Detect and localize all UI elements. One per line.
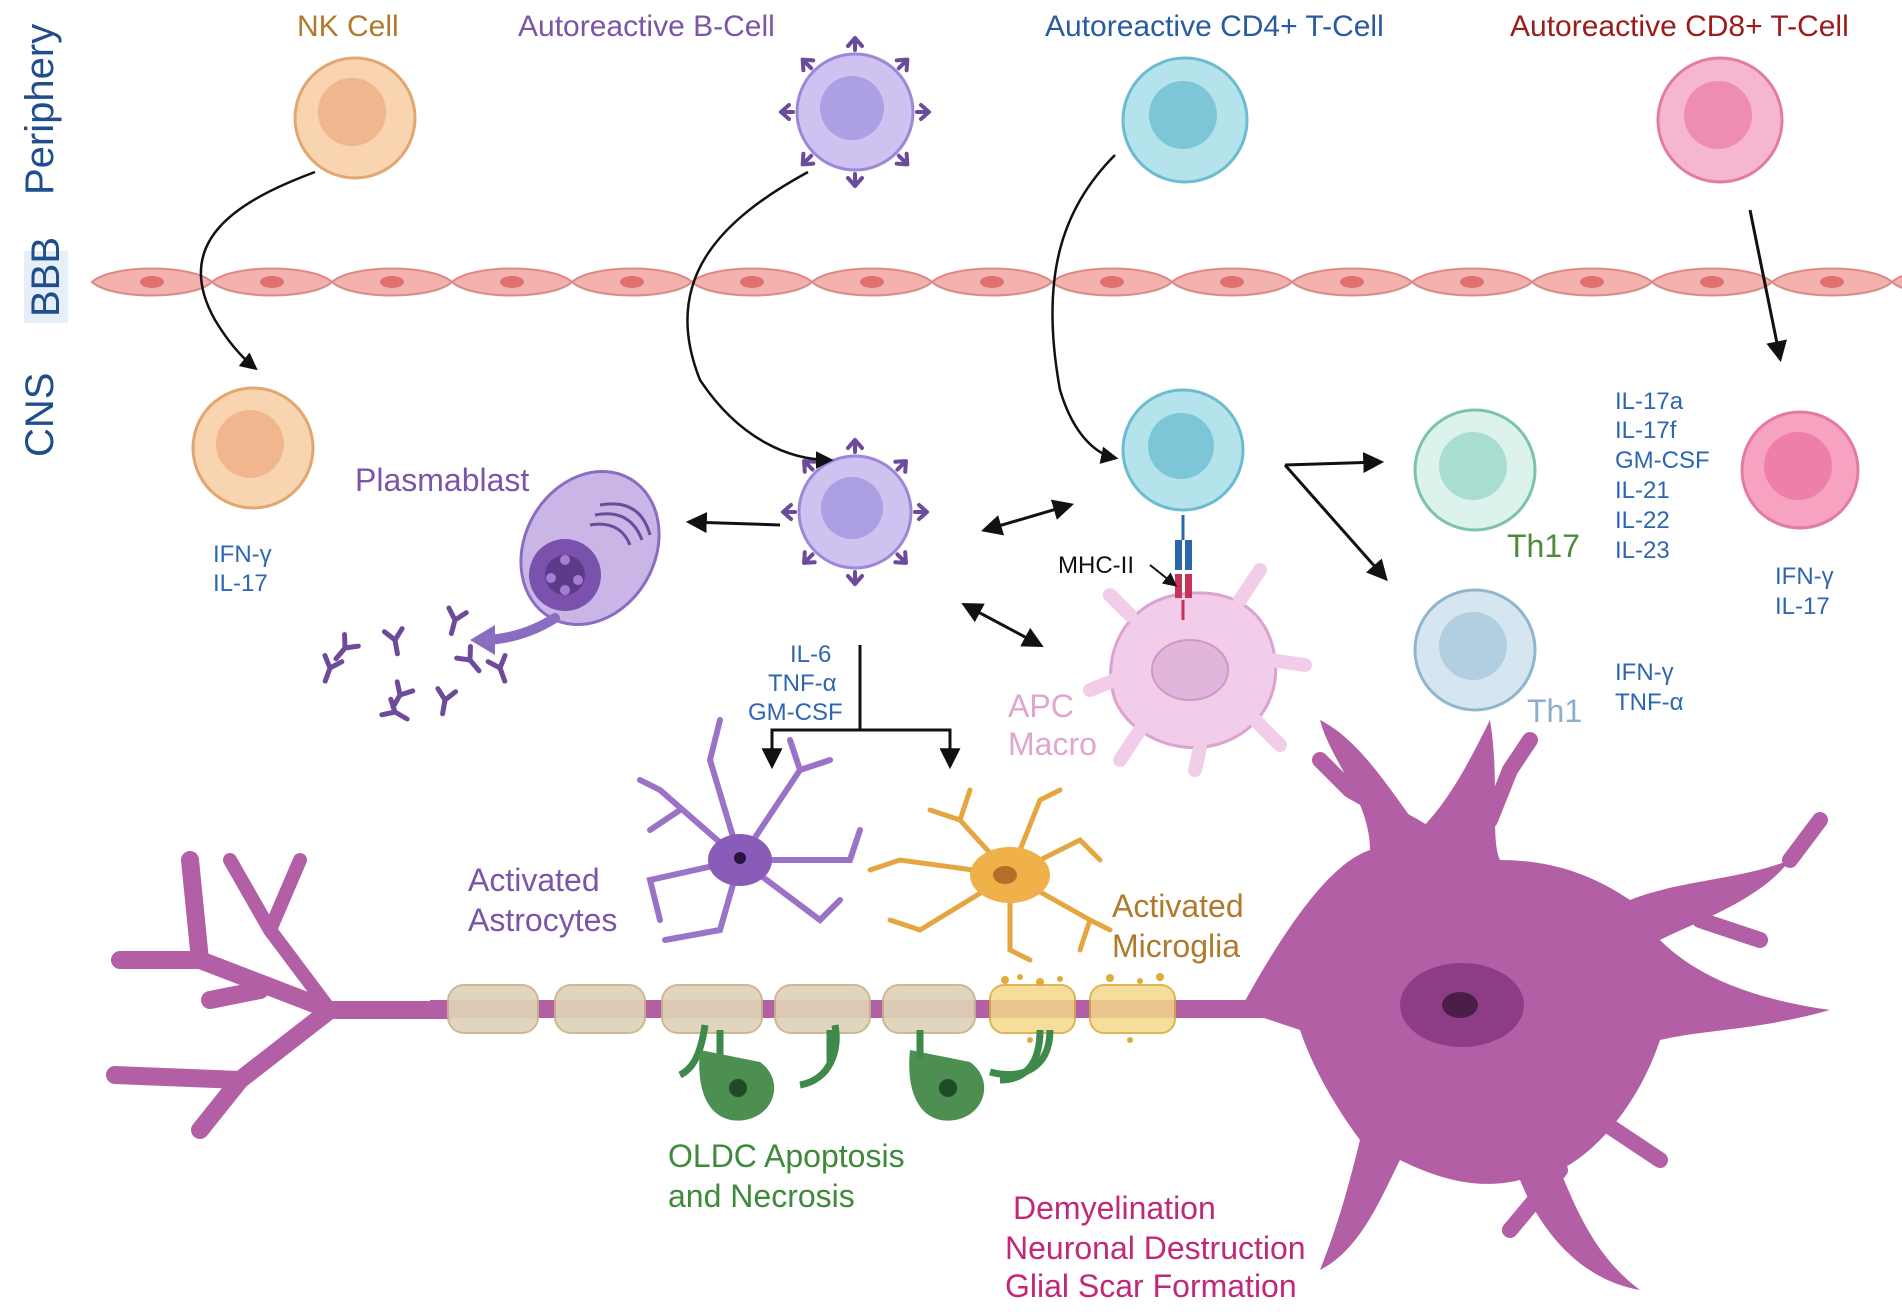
th1-cytokine-0: IFN-γ — [1615, 659, 1674, 686]
b-cell-label: Autoreactive B-Cell — [518, 10, 775, 43]
endothelial-nucleus — [1460, 276, 1484, 288]
free-antibody — [457, 647, 486, 677]
outcome-demyelination: Demyelination — [1013, 1190, 1216, 1226]
compartment-label-cns: CNS — [18, 372, 62, 457]
b-cell-cytokine-2: GM-CSF — [748, 699, 843, 726]
endothelial-nucleus — [1700, 276, 1724, 288]
mhc-tcr-complex — [1149, 515, 1192, 620]
free-antibody — [385, 682, 413, 712]
surface-antibody — [846, 570, 864, 586]
apc-macrophage — [1083, 563, 1312, 777]
endothelial-nucleus — [860, 276, 884, 288]
th17-label: Th17 — [1507, 528, 1580, 564]
myelin-sheath — [447, 973, 1176, 1043]
plasmablast — [470, 469, 661, 655]
nk-cell-cns — [191, 386, 315, 510]
cd8-t-cell-periphery — [1656, 56, 1784, 184]
compartment-label-bbb: BBB — [24, 237, 68, 323]
endothelial-nucleus — [1220, 276, 1244, 288]
surface-antibody — [913, 503, 929, 521]
surface-antibody — [781, 503, 797, 521]
free-antibody — [434, 689, 456, 716]
microglia-label-line1: Activated — [1112, 888, 1244, 924]
endothelial-nucleus — [260, 276, 284, 288]
b-cell-periphery — [779, 36, 931, 188]
secreted-antibodies — [317, 608, 513, 727]
neuron — [106, 720, 1830, 1290]
outcome-glial-scar: Glial Scar Formation — [1005, 1268, 1297, 1304]
cd8-cytokine-1: IL-17 — [1775, 593, 1830, 620]
th1-cytokine-1: TNF-α — [1615, 689, 1684, 716]
cd8-t-cell-cns — [1740, 410, 1860, 530]
surface-antibody — [846, 36, 864, 52]
nk-cytokine-1: IL-17 — [213, 570, 268, 597]
cd4-t-cell-label: Autoreactive CD4+ T-Cell — [1045, 10, 1384, 43]
th17-cytokine-5: IL-23 — [1615, 537, 1670, 564]
th17-cytokine-2: GM-CSF — [1615, 447, 1710, 474]
free-antibody — [443, 608, 467, 636]
th17-cytokine-3: IL-21 — [1615, 477, 1670, 504]
arrows — [199, 154, 1787, 770]
cd4-t-cell-periphery — [1121, 56, 1249, 184]
cd8-t-cell-label: Autoreactive CD8+ T-Cell — [1510, 10, 1849, 43]
endothelial-nucleus — [1580, 276, 1604, 288]
endothelial-nucleus — [380, 276, 404, 288]
endothelial-nucleus — [620, 276, 644, 288]
b-cell-cns — [781, 438, 929, 586]
endothelial-nucleus — [1820, 276, 1844, 288]
astrocyte-label-line2: Astrocytes — [468, 902, 618, 938]
oldc-label-line1: OLDC Apoptosis — [668, 1138, 905, 1174]
th17-cytokine-4: IL-22 — [1615, 507, 1670, 534]
apc-label-line1: APC — [1008, 688, 1074, 724]
th17-cell — [1413, 408, 1537, 532]
endothelial-nucleus — [980, 276, 1004, 288]
compartment-label-periphery: Periphery — [18, 23, 62, 195]
endothelial-nucleus — [500, 276, 524, 288]
cd4-t-cell-cns — [1121, 388, 1245, 512]
surface-antibody — [779, 103, 795, 121]
th1-label: Th1 — [1527, 693, 1583, 729]
activated-microglia — [867, 787, 1113, 963]
th17-cytokine-0: IL-17a — [1615, 388, 1684, 415]
free-antibody — [488, 656, 513, 685]
th1-cell — [1413, 588, 1537, 712]
apc-label-line2: Macro — [1008, 726, 1097, 762]
nk-cytokine-0: IFN-γ — [213, 541, 272, 568]
endothelial-nucleus — [740, 276, 764, 288]
microglia-label-line2: Microglia — [1112, 928, 1241, 964]
b-cell-cytokine-1: TNF-α — [768, 670, 837, 697]
surface-antibody — [915, 103, 931, 121]
outcome-neuronal-destruction: Neuronal Destruction — [1005, 1230, 1306, 1266]
astrocyte-label-line1: Activated — [468, 862, 600, 898]
surface-antibody — [846, 172, 864, 188]
endothelial-nucleus — [140, 276, 164, 288]
mhc-label: MHC-II — [1058, 552, 1134, 579]
b-cell-cytokine-0: IL-6 — [790, 641, 832, 668]
blood-brain-barrier — [90, 267, 1902, 297]
cd8-cytokine-0: IFN-γ — [1775, 563, 1834, 590]
activated-astrocyte — [637, 717, 863, 943]
surface-antibody — [846, 438, 864, 454]
endothelial-cell — [1890, 275, 1902, 289]
th17-cytokine-1: IL-17f — [1615, 417, 1677, 444]
endothelial-nucleus — [1100, 276, 1124, 288]
endothelial-nucleus — [1340, 276, 1364, 288]
nk-cell-label: NK Cell — [297, 10, 399, 43]
oldc-label-line2: and Necrosis — [668, 1178, 855, 1214]
nk-cell-periphery — [293, 56, 417, 180]
free-antibody — [384, 629, 406, 656]
plasmablast-label: Plasmablast — [355, 462, 530, 498]
oligodendrocytes — [678, 1024, 1054, 1121]
